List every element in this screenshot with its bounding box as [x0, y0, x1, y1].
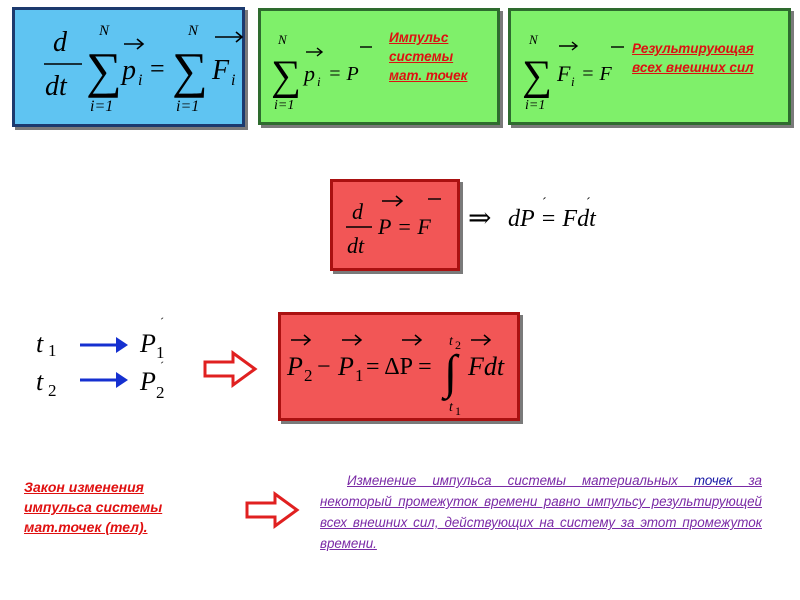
- integral-symbol: ∫: [441, 346, 460, 401]
- equals-total-F: = F: [581, 63, 612, 85]
- formula-box-system-momentum: N ∑ i=1 p i = P Импульс системы мат. точ…: [258, 8, 500, 125]
- derivative-dt: dt: [347, 233, 365, 258]
- force-F: F: [556, 61, 571, 86]
- implies-arrow-icon: ⇒: [468, 203, 491, 234]
- sum-symbol: ∑: [271, 53, 301, 99]
- accent-mark: ˊ: [160, 359, 164, 373]
- sum-lower-limit: i=1: [90, 98, 113, 115]
- index-i: i: [571, 74, 575, 89]
- equals-F: = F: [397, 214, 431, 239]
- blue-arrow-icon: [80, 337, 128, 353]
- label-line: всех внешних сил: [632, 60, 754, 75]
- sum-lower-limit: i=1: [525, 98, 545, 113]
- label-line: Результирующая: [632, 41, 754, 56]
- momentum-derivative-formula: d dt N ∑ i=1 p i = N ∑ i=1 F i: [44, 23, 244, 115]
- law-statement: Изменение импульса системы материальных …: [320, 470, 762, 554]
- momentum-p: p: [120, 55, 136, 86]
- hollow-arrow-icon: [203, 350, 258, 388]
- formula-box-newton-second-law: d dt P = F: [330, 179, 460, 271]
- momentum-P2: P: [139, 367, 156, 396]
- formula-box-resultant-force: N ∑ i=1 F i = F Результирующая всех внеш…: [508, 8, 791, 125]
- accent-mark: ˊ: [542, 196, 547, 211]
- newton-law-formula: d dt P = F: [346, 195, 441, 258]
- integral-upper-limit: t: [449, 334, 454, 349]
- sum-lower-limit-2: i=1: [176, 98, 199, 115]
- momentum-P2: P: [286, 352, 303, 381]
- index-i: i: [317, 74, 321, 89]
- blue-arrow-icon: [80, 372, 128, 388]
- equals-sign: =: [150, 54, 165, 83]
- index-i: i: [138, 72, 142, 89]
- sum-symbol: ∑: [522, 53, 552, 99]
- formula-box-momentum-change: P 2 − P 1 = ΔP = t 2 ∫ t 1 Fdt: [278, 312, 520, 421]
- force-F: F: [211, 55, 230, 86]
- integrand-Fdt: Fdt: [467, 352, 505, 381]
- vector-arrow-icon: [402, 334, 423, 346]
- label-line: мат. точек: [389, 68, 468, 83]
- vector-arrow-icon: [215, 31, 244, 43]
- momentum-change-integral: P 2 − P 1 = ΔP = t 2 ∫ t 1 Fdt: [286, 334, 505, 418]
- statement-highlight: точек: [693, 473, 733, 488]
- formula-box-momentum-derivative: d dt N ∑ i=1 p i = N ∑ i=1 F i: [12, 7, 245, 127]
- label-system-momentum: Импульс системы мат. точек: [389, 28, 467, 85]
- vector-arrow-icon: [124, 38, 145, 50]
- integral-lower-subscript: 1: [455, 404, 461, 418]
- system-momentum-formula: N ∑ i=1 p i = P: [271, 32, 372, 113]
- law-title: Закон изменения импульса системы мат.точ…: [24, 479, 163, 535]
- vector-arrow-icon: [382, 195, 404, 207]
- momentum-P2-subscript: 2: [304, 366, 313, 385]
- momentum-P1: P: [139, 329, 156, 358]
- sum-upper-limit: N: [98, 23, 110, 39]
- momentum-P1-subscript: 1: [156, 343, 165, 362]
- index-i-2: i: [231, 72, 235, 89]
- time-t2-subscript: 2: [48, 381, 57, 400]
- hollow-arrow-icon: [245, 491, 300, 529]
- sum-symbol-2: ∑: [172, 42, 208, 98]
- total-P: P: [377, 214, 391, 239]
- time-t1: t: [36, 329, 44, 358]
- momentum-P1: P: [337, 352, 354, 381]
- label-line: Импульс: [389, 30, 449, 45]
- statement-text: Изменение импульса системы материальных: [347, 473, 678, 488]
- integral-upper-subscript: 2: [455, 338, 461, 352]
- sum-symbol: ∑: [86, 42, 122, 98]
- time-t1-subscript: 1: [48, 341, 57, 360]
- momentum-P1-subscript: 1: [355, 366, 364, 385]
- implication-differential-form: ⇒ dP = Fdt ˊ ˊ: [468, 196, 597, 234]
- vector-arrow-icon: [342, 334, 363, 346]
- sum-upper-limit: N: [277, 32, 288, 47]
- time-momentum-mapping: t 1 t 2 P 1 ˊ P 2 ˊ: [36, 315, 165, 402]
- time-t2: t: [36, 367, 44, 396]
- momentum-p: p: [302, 61, 315, 86]
- vector-arrow-icon: [471, 334, 492, 346]
- momentum-P2-subscript: 2: [156, 383, 165, 402]
- sum-upper-limit: N: [528, 32, 539, 47]
- equals-delta-P: = ΔP =: [366, 354, 432, 380]
- resultant-force-formula: N ∑ i=1 F i = F: [522, 32, 624, 113]
- derivative-d: d: [352, 199, 364, 224]
- derivative-d: d: [53, 27, 68, 58]
- label-line: системы: [389, 49, 454, 64]
- accent-mark: ˊ: [586, 196, 591, 211]
- vector-arrow-icon: [291, 334, 312, 346]
- sum-lower-limit: i=1: [274, 98, 294, 113]
- derivative-dt: dt: [45, 71, 68, 102]
- integral-lower-limit: t: [449, 400, 454, 415]
- equals-total-P: = P: [328, 63, 359, 85]
- accent-mark: ˊ: [160, 315, 164, 329]
- sum-upper-limit-2: N: [187, 23, 199, 39]
- label-resultant-force: Результирующая всех внешних сил: [632, 39, 754, 77]
- vector-arrow-icon: [306, 47, 324, 57]
- differential-expression: dP = Fdt: [508, 206, 597, 232]
- statement-text: за некоторый промежуток времени равно им…: [320, 473, 762, 551]
- vector-arrow-icon: [559, 41, 579, 51]
- minus-sign: −: [317, 354, 331, 380]
